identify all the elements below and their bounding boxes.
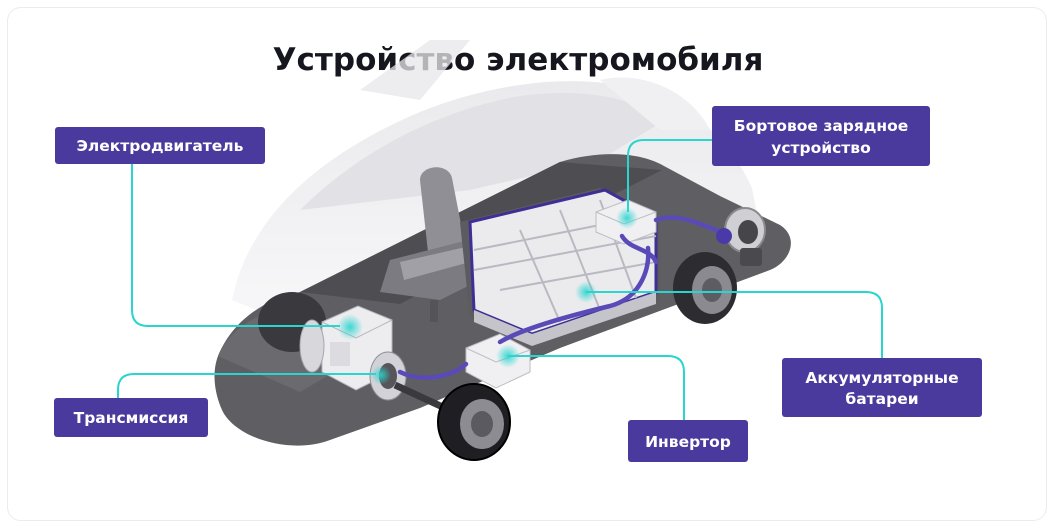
label-charger: Бортовое зарядное устройство	[712, 106, 930, 166]
label-charger-line2: устройство	[771, 139, 871, 157]
label-inverter-text: Инвертор	[645, 433, 731, 451]
label-transmission-text: Трансмиссия	[74, 409, 189, 427]
label-motor: Электродвигатель	[55, 127, 265, 164]
label-transmission: Трансмиссия	[54, 398, 208, 437]
battery-glow	[575, 281, 597, 303]
leader-transmission	[117, 373, 376, 398]
diagram-title: Устройство электромобиля	[273, 42, 764, 78]
label-charger-line1: Бортовое зарядное	[734, 117, 908, 135]
cable-connector	[716, 228, 732, 244]
leader-charger	[627, 139, 712, 212]
label-battery: Аккумуляторные батареи	[782, 358, 982, 417]
label-motor-text: Электродвигатель	[77, 137, 244, 155]
leader-motor	[131, 164, 340, 327]
label-battery-line1: Аккумуляторные	[805, 369, 958, 387]
charge-port	[724, 207, 766, 266]
rear-wheel	[673, 252, 737, 324]
power-cables	[397, 215, 732, 380]
leader-battery	[586, 291, 883, 358]
label-inverter: Инвертор	[628, 420, 748, 462]
transmission-unit	[369, 351, 407, 401]
leader-inverter	[508, 355, 685, 420]
front-wheel	[437, 383, 511, 461]
label-battery-line2: батареи	[845, 390, 918, 408]
onboard-charger	[595, 199, 657, 245]
